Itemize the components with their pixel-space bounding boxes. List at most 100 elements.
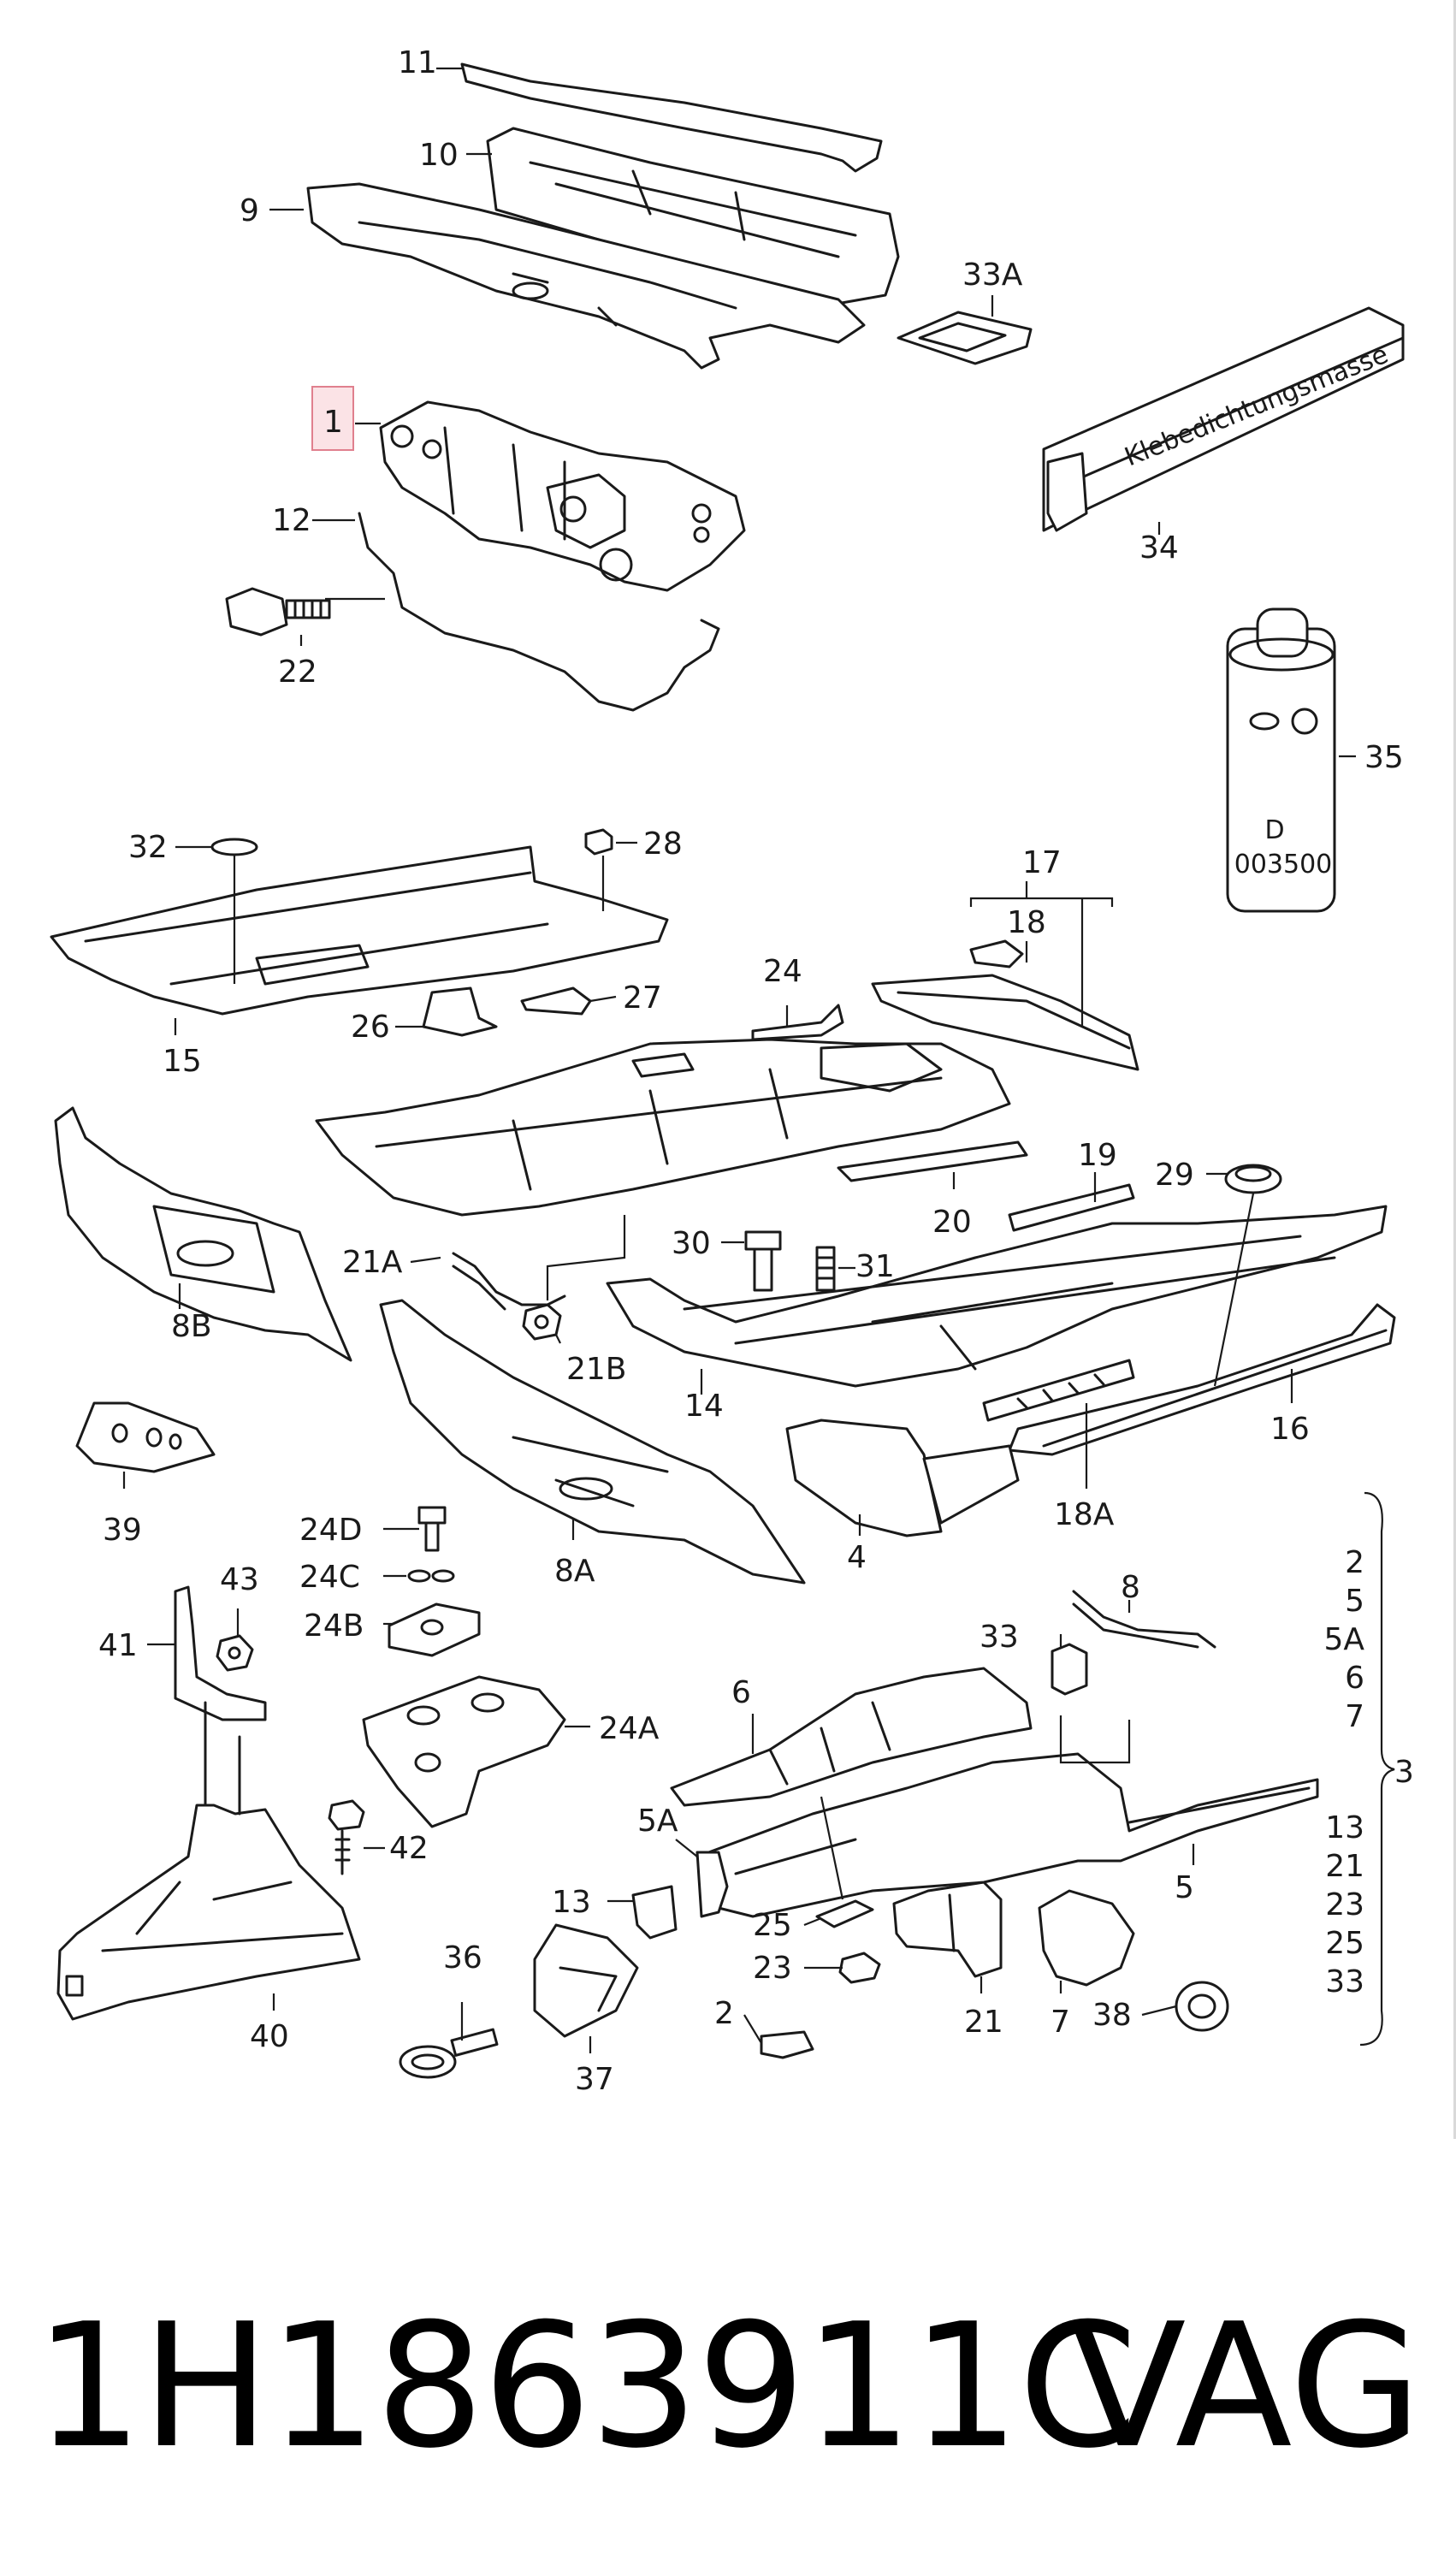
right-edge-line [1453, 0, 1456, 2139]
part-1-insulation-panel [379, 400, 746, 592]
group-3-item: 21 [1325, 1849, 1364, 1884]
part-18-clip [969, 939, 1024, 969]
part-14-floor-rear [606, 1205, 1388, 1388]
part-8A-side-panel [379, 1299, 806, 1585]
part-37-bracket [533, 1923, 639, 2038]
part-33-spacer [1051, 1643, 1088, 1696]
part-32-plug [210, 838, 258, 856]
part-central-tunnel-floor [315, 1038, 1011, 1217]
part-23-nut [838, 1952, 881, 1984]
part-number: 1H1863911C [34, 2287, 1138, 2486]
part-41-bracket [174, 1585, 267, 1721]
callout-18A: 18A [1054, 1497, 1115, 1532]
callout-24C: 24C [299, 1560, 360, 1595]
part-8-strip [1072, 1590, 1216, 1649]
callout-40: 40 [250, 2019, 289, 2054]
part-38-grommet [1175, 1981, 1229, 2032]
part-7-bracket [1038, 1889, 1135, 1987]
callout-1: 1 [323, 405, 343, 440]
callout-10: 10 [419, 138, 459, 173]
callout-39: 39 [103, 1513, 142, 1548]
part-39-bracket [75, 1401, 216, 1473]
part-27-bracket [520, 986, 592, 1016]
part-18A-strip [982, 1359, 1135, 1422]
part-6-member [670, 1667, 1033, 1807]
part-30-bolt [744, 1230, 782, 1292]
part-21-bracket [892, 1881, 1003, 1978]
part-42-screw [328, 1799, 365, 1875]
can-label-line2: 003500 [1234, 850, 1333, 880]
callout-24: 24 [763, 954, 802, 989]
callout-8A: 8A [554, 1554, 595, 1589]
part-13-bracket [631, 1885, 678, 1940]
part-36-eye-bolt [399, 2028, 499, 2079]
part-15-floor-pan-front [50, 845, 669, 1016]
group-3-item: 5 [1345, 1584, 1364, 1619]
part-31-stud [815, 1246, 836, 1292]
callout-34: 34 [1139, 530, 1179, 566]
callout-5A: 5A [637, 1804, 678, 1839]
callout-21B: 21B [566, 1352, 627, 1387]
callout-2: 2 [714, 1996, 734, 2031]
callout-24A: 24A [599, 1711, 660, 1746]
callout-37: 37 [575, 2062, 614, 2097]
part-24B-plate [388, 1602, 481, 1657]
can-label-line1: D [1264, 815, 1284, 845]
callout-42: 42 [389, 1831, 429, 1866]
group-3-item: 13 [1325, 1810, 1364, 1845]
callout-15: 15 [163, 1044, 202, 1079]
callout-7: 7 [1051, 2005, 1070, 2040]
callout-21: 21 [964, 2005, 1003, 2040]
part-8B-side-panel [54, 1106, 352, 1362]
brand-name: VAG [1068, 2287, 1422, 2486]
callout-36: 36 [443, 1940, 482, 1976]
part-20-rail [837, 1140, 1028, 1182]
callout-24D: 24D [299, 1513, 363, 1548]
group-3-list: 2 5 5A 6 7 13 21 23 25 33 [1323, 1545, 1364, 1999]
part-2-bracket [760, 2030, 814, 2059]
callout-labels: 11 10 9 33A 1 12 22 34 35 32 28 15 26 27… [98, 45, 1414, 2097]
callout-28: 28 [643, 826, 683, 862]
part-29-grommet [1224, 1164, 1282, 1194]
group-3-item: 23 [1325, 1887, 1364, 1922]
callout-20: 20 [932, 1205, 972, 1240]
callout-6: 6 [731, 1675, 751, 1710]
callout-30: 30 [672, 1226, 711, 1261]
group-3-item: 5A [1323, 1622, 1364, 1657]
callout-38: 38 [1092, 1998, 1132, 2033]
callout-29: 29 [1155, 1158, 1194, 1193]
callout-4: 4 [847, 1540, 867, 1575]
part-26-bracket [422, 986, 498, 1037]
part-25-plate [815, 1899, 874, 1928]
part-34-sealer-strip: Klebedichtungsmasse [1042, 306, 1405, 532]
part-10-plenum-panel [486, 127, 900, 310]
part-19-strip [1008, 1183, 1135, 1232]
callout-8B: 8B [171, 1309, 212, 1344]
footer: 1H1863911C VAG [0, 2259, 1456, 2515]
part-24-bracket [751, 1004, 844, 1041]
group-3-item: 6 [1345, 1661, 1364, 1696]
callout-25: 25 [753, 1908, 792, 1943]
parts-diagram: Klebedichtungsmasse D 003500 [50, 45, 1414, 2097]
callout-21A: 21A [342, 1245, 403, 1280]
callout-33: 33 [980, 1620, 1019, 1655]
callout-5: 5 [1175, 1870, 1194, 1905]
part-9-bulkhead [306, 182, 866, 370]
callout-31: 31 [855, 1249, 895, 1284]
part-33A-cover-plate [897, 311, 1033, 365]
callout-9: 9 [240, 193, 259, 228]
callout-26: 26 [351, 1010, 390, 1045]
part-16-sill-rear [1008, 1303, 1396, 1456]
part-28-plug [584, 828, 613, 856]
part-40-jack-mount [56, 1701, 361, 2021]
group-3-item: 2 [1345, 1545, 1364, 1580]
part-5A-member [695, 1851, 729, 1918]
group-3-item: 33 [1325, 1964, 1364, 1999]
part-12-seal [358, 512, 720, 712]
part-4-bracket [785, 1419, 1020, 1537]
part-43-nut [216, 1634, 254, 1672]
group-3-item: 7 [1345, 1699, 1364, 1734]
group-3-item: 25 [1325, 1926, 1364, 1961]
callout-32: 32 [128, 830, 168, 865]
part-35-sealant-can: D 003500 [1226, 607, 1336, 913]
